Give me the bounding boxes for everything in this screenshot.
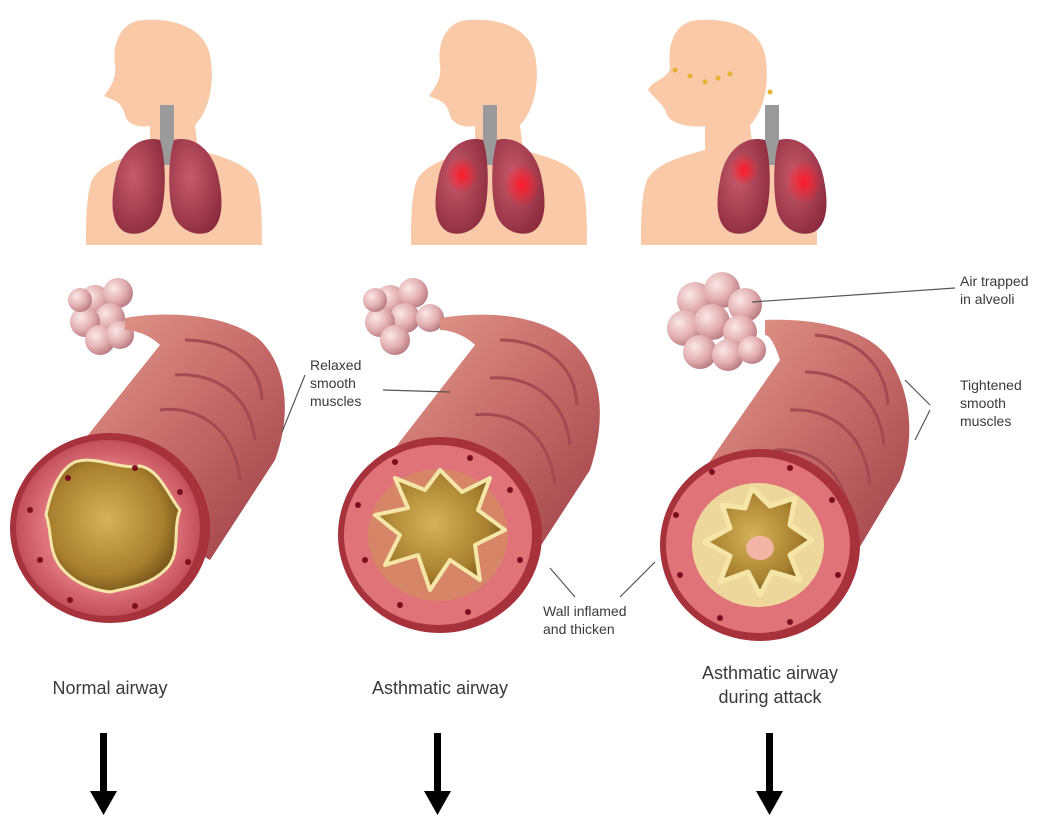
airway-normal xyxy=(10,278,285,623)
label-tightened-smooth-muscles: Tightened smooth muscles xyxy=(960,376,1022,430)
label-air-trapped-in-alveoli: Air trapped in alveoli xyxy=(960,272,1028,308)
airway-tube-icon xyxy=(10,314,285,623)
inflamed-area xyxy=(730,154,758,186)
leader-line-wall-b xyxy=(620,562,655,597)
alveoli-cluster-icon xyxy=(363,278,444,355)
alveoli-cluster-icon xyxy=(667,272,766,371)
leader-line-tightened-b xyxy=(915,410,930,440)
leader-line-air-trapped xyxy=(752,288,955,302)
person-asthma-attack xyxy=(641,20,827,245)
down-arrow-icon xyxy=(90,733,117,815)
alveoli-cluster-icon xyxy=(68,278,134,355)
person-asthmatic xyxy=(411,20,587,245)
down-arrow-icon xyxy=(756,733,783,815)
leader-line-relaxed-a xyxy=(282,375,305,432)
inflamed-area xyxy=(504,163,540,207)
person-normal xyxy=(86,20,262,245)
down-arrow-icon xyxy=(424,733,451,815)
leader-line-tightened-a xyxy=(905,380,930,405)
caption-normal-airway: Normal airway xyxy=(10,676,210,700)
airway-tube-icon xyxy=(338,315,600,633)
caption-asthmatic-airway-attack: Asthmatic airway during attack xyxy=(660,661,880,709)
inflamed-area xyxy=(786,160,822,204)
airway-attack xyxy=(660,272,909,641)
leader-line-wall-a xyxy=(550,568,575,597)
caption-asthmatic-airway: Asthmatic airway xyxy=(340,676,540,700)
label-wall-inflamed-and-thicken: Wall inflamed and thicken xyxy=(543,602,627,638)
inflamed-area xyxy=(446,157,478,193)
label-relaxed-smooth-muscles: Relaxed smooth muscles xyxy=(310,356,361,410)
